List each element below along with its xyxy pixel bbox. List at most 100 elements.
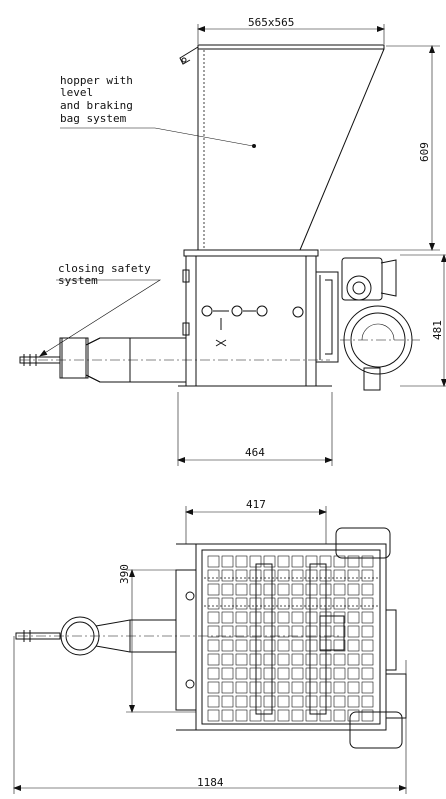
grid-cell <box>207 639 220 652</box>
dim-label-hopper-height: 609 <box>418 142 431 162</box>
hopper-leader-dot <box>252 144 256 148</box>
grid-cell <box>291 695 304 708</box>
label-hopper-3: and braking <box>60 99 133 112</box>
grid-cell <box>361 653 374 666</box>
grid-cell <box>347 667 360 680</box>
grid-cell <box>235 639 248 652</box>
grid-cell <box>333 695 346 708</box>
grid-cell <box>207 667 220 680</box>
grid-cell <box>333 611 346 624</box>
grid-cell <box>291 681 304 694</box>
grid-cell <box>361 681 374 694</box>
grid-cell <box>207 597 220 610</box>
grid-cell <box>347 639 360 652</box>
grid-cell <box>361 667 374 680</box>
grid-cell <box>361 569 374 582</box>
grid-cell <box>235 709 248 722</box>
grid-cell <box>221 625 234 638</box>
grid-cell <box>305 597 318 610</box>
grid-cell <box>207 709 220 722</box>
grid-cell <box>277 639 290 652</box>
dim-label-body-width: 464 <box>245 446 265 459</box>
grid-cell <box>277 709 290 722</box>
grid-cell <box>235 625 248 638</box>
grid-cell <box>207 695 220 708</box>
grid-cell <box>347 555 360 568</box>
grid-cell <box>347 569 360 582</box>
grid-cell <box>333 639 346 652</box>
grid-cell <box>221 681 234 694</box>
grid-cell <box>277 667 290 680</box>
label-safety-1: closing safety <box>58 262 151 275</box>
grid-cell <box>263 597 276 610</box>
hopper-grid <box>207 555 374 722</box>
grid-cell <box>361 611 374 624</box>
grid-cell <box>333 597 346 610</box>
label-hopper-4: bag system <box>60 112 127 125</box>
grid-cell <box>263 695 276 708</box>
top-view <box>15 527 407 749</box>
grid-cell <box>221 597 234 610</box>
dim-label-body-height: 481 <box>431 320 444 340</box>
hopper <box>179 44 385 251</box>
grid-cell <box>333 555 346 568</box>
grid-cell <box>235 667 248 680</box>
grid-cell <box>361 639 374 652</box>
grid-cell <box>305 555 318 568</box>
grid-cell <box>291 569 304 582</box>
grid-cell <box>361 695 374 708</box>
grid-cell <box>305 583 318 596</box>
label-hopper-1: hopper with <box>60 74 133 87</box>
grid-cell <box>305 695 318 708</box>
grid-cell <box>305 653 318 666</box>
dim-top-view-offset <box>126 569 196 713</box>
grid-cell <box>207 611 220 624</box>
grid-cell <box>305 569 318 582</box>
grid-cell <box>347 611 360 624</box>
grid-cell <box>263 653 276 666</box>
grid-cell <box>263 569 276 582</box>
dim-total-length <box>13 636 407 794</box>
grid-cell <box>305 681 318 694</box>
grid-cell <box>221 569 234 582</box>
grid-cell <box>235 569 248 582</box>
grid-cell <box>235 695 248 708</box>
grid-cell <box>277 583 290 596</box>
label-safety-2: system <box>58 274 98 287</box>
grid-cell <box>305 709 318 722</box>
grid-cell <box>277 569 290 582</box>
gear-motor <box>315 257 420 391</box>
dim-body-height <box>400 254 446 387</box>
dim-label-total-length: 1184 <box>197 776 224 789</box>
side-view <box>19 24 446 466</box>
grid-cell <box>291 611 304 624</box>
grid-cell <box>333 709 346 722</box>
grid-cell <box>221 555 234 568</box>
grid-cell <box>291 555 304 568</box>
grid-cell <box>333 653 346 666</box>
grid-cell <box>235 611 248 624</box>
dim-label-top-square: 565x565 <box>248 16 294 29</box>
grid-cell <box>235 681 248 694</box>
grid-cell <box>221 667 234 680</box>
grid-cell <box>347 709 360 722</box>
grid-cell <box>347 653 360 666</box>
grid-cell <box>333 681 346 694</box>
grid-cell <box>361 583 374 596</box>
grid-cell <box>291 583 304 596</box>
grid-cell <box>207 569 220 582</box>
grid-cell <box>291 653 304 666</box>
grid-cell <box>235 597 248 610</box>
grid-cell <box>305 611 318 624</box>
grid-cell <box>277 625 290 638</box>
grid-cell <box>333 569 346 582</box>
grid-cell <box>277 653 290 666</box>
grid-cell <box>277 555 290 568</box>
mixer-body <box>178 255 332 387</box>
grid-cell <box>235 555 248 568</box>
dim-label-top-view-width: 417 <box>246 498 266 511</box>
grid-cell <box>333 625 346 638</box>
dim-top-view-width <box>185 506 327 544</box>
grid-cell <box>333 667 346 680</box>
